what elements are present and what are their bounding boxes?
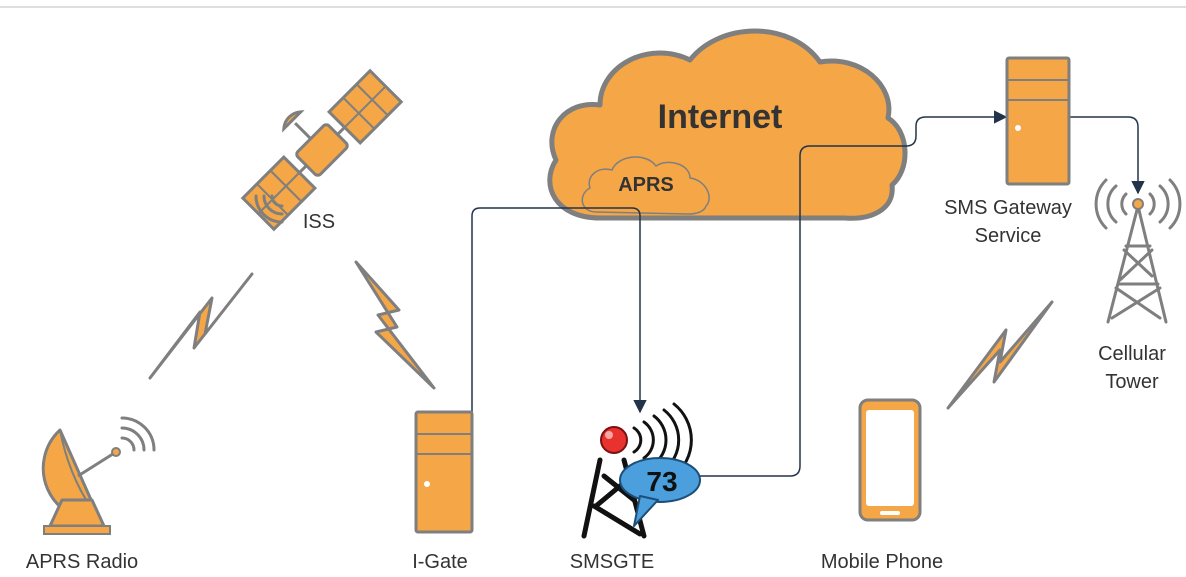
connector-smsgte-to-sms-gateway [700, 110, 1008, 477]
connector-sms-gateway-to-tower [1070, 116, 1145, 195]
sms-gateway-label-line1: SMS Gateway [944, 197, 1072, 219]
cellular-tower-label-line2: Tower [1105, 371, 1159, 393]
satellite-dish-icon [41, 428, 121, 535]
mobile-phone-icon [858, 398, 922, 522]
radio-tower-chat-icon [581, 402, 701, 539]
igate-label: I-Gate [412, 551, 468, 573]
mobile-phone-label: Mobile Phone [821, 551, 943, 573]
cellular-tower-label-line1: Cellular [1098, 343, 1166, 365]
aprs-subcloud [581, 156, 710, 215]
signal-waves-icon [254, 194, 284, 224]
lightning-bolt-icon [946, 300, 1054, 410]
iss-label: ISS [303, 211, 335, 233]
signal-waves-icon [120, 416, 156, 452]
connector-igate-to-smsgte [471, 207, 647, 415]
connector-lines [471, 110, 1145, 477]
server-icon [414, 410, 474, 534]
cloud-shape [547, 28, 908, 221]
aprs-radio-label: APRS Radio [26, 551, 138, 573]
cell-tower-icon [1094, 178, 1182, 324]
internet-cloud: Internet APRS [547, 28, 908, 221]
lightning-bolt-icon [148, 272, 254, 380]
server-icon [1005, 56, 1071, 186]
aprs-subcloud-label: APRS [618, 174, 674, 196]
lightning-bolt-icon [354, 260, 436, 390]
satellite-icon [240, 68, 404, 232]
sms-gateway-label-line2: Service [975, 225, 1042, 247]
smsgte-badge: 73 [646, 466, 677, 497]
smsgte-label: SMSGTE [570, 551, 654, 573]
cloud-title: Internet [658, 98, 783, 136]
